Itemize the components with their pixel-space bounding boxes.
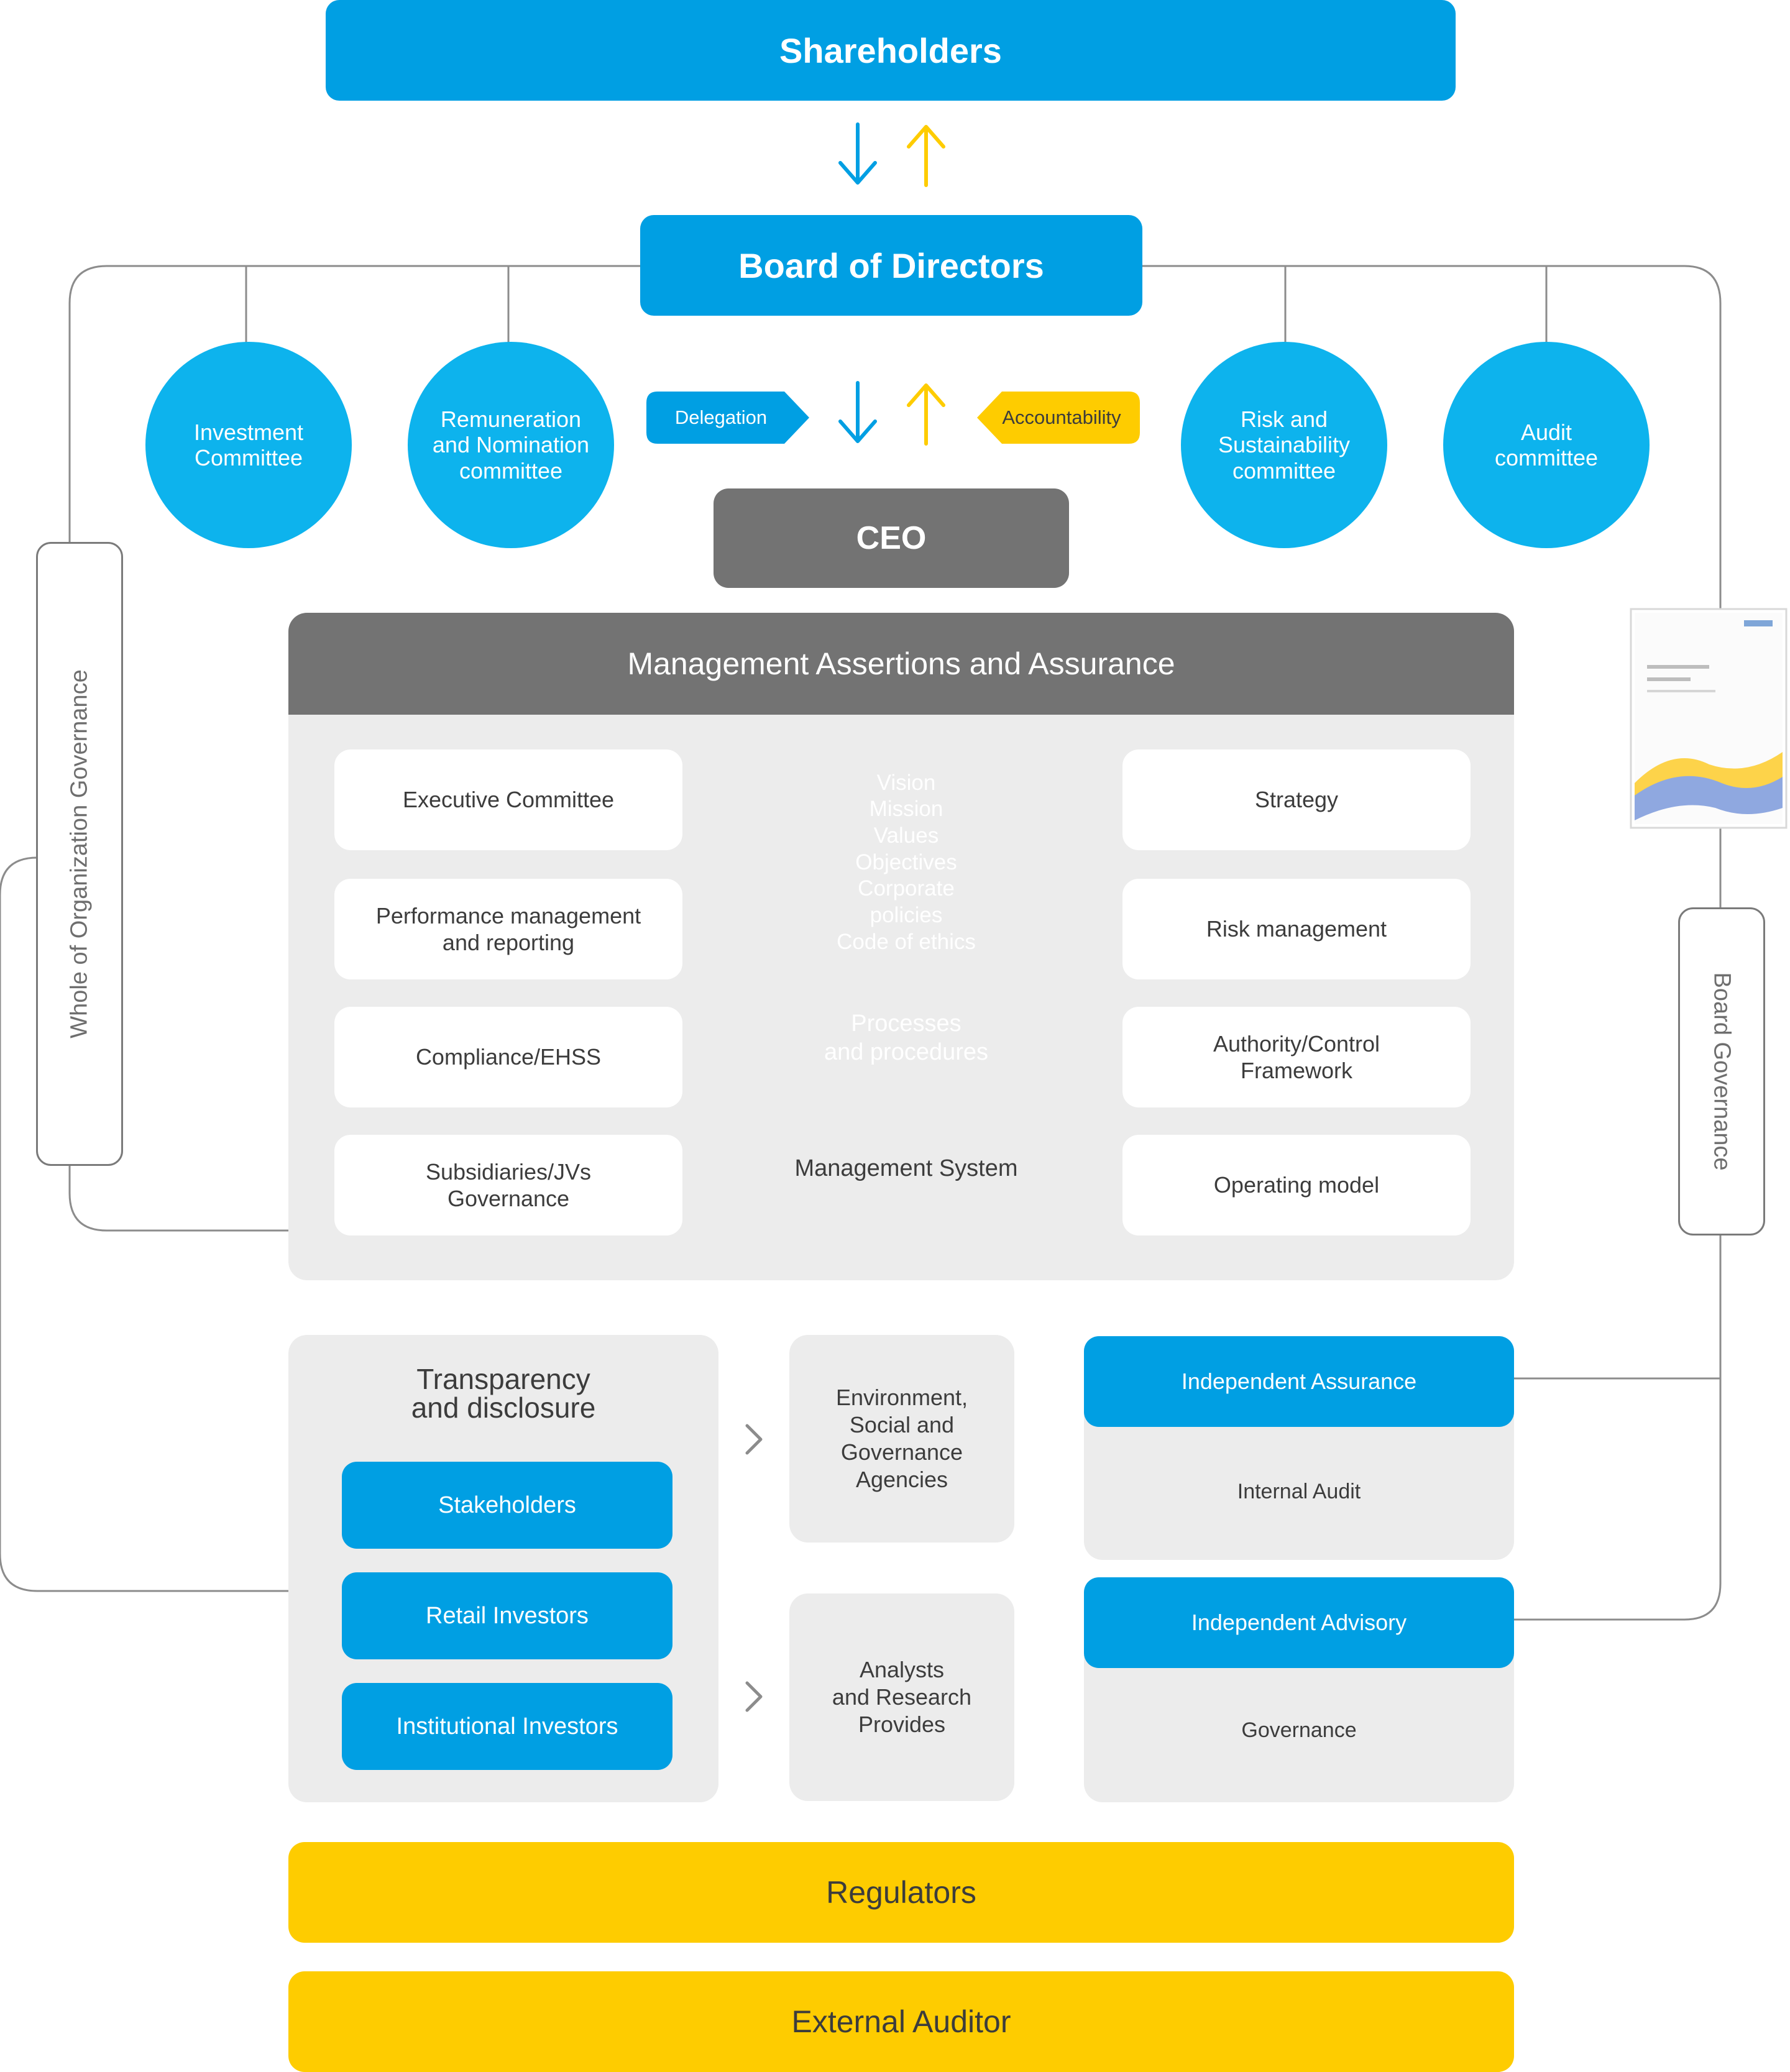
- card-label: Compliance/EHSS: [415, 1044, 602, 1070]
- arrow-up-icon: [907, 125, 945, 187]
- board-governance-tab: Board Governance: [1678, 907, 1765, 1235]
- regulators-label: Regulators: [826, 1875, 976, 1910]
- institutional-investors-label: Institutional Investors: [396, 1713, 618, 1740]
- authority-control-card: Authority/Control Framework: [1122, 1007, 1471, 1107]
- management-header: Management Assertions and Assurance: [288, 613, 1514, 715]
- board-of-directors-box: Board of Directors: [640, 215, 1142, 316]
- governance-text: Governance: [1084, 1687, 1514, 1774]
- card-label: Strategy: [1254, 787, 1339, 813]
- investment-committee-circle: Investment Committee: [145, 342, 352, 548]
- internal-audit-label: Internal Audit: [1237, 1479, 1361, 1503]
- chevron-right-icon: [745, 1681, 763, 1712]
- stakeholders-pill: Stakeholders: [342, 1462, 672, 1549]
- regulators-bar: Regulators: [288, 1842, 1514, 1943]
- pyramid-middle-text: Processes and procedures: [768, 994, 1044, 1081]
- transparency-title: Transparency and disclosure: [288, 1356, 718, 1431]
- board-governance-label: Board Governance: [1709, 972, 1735, 1171]
- shareholders-label: Shareholders: [779, 30, 1002, 70]
- operating-model-card: Operating model: [1122, 1135, 1471, 1235]
- internal-audit-text: Internal Audit: [1084, 1448, 1514, 1535]
- card-label: Risk management: [1206, 916, 1387, 942]
- transparency-title-label: Transparency and disclosure: [411, 1363, 596, 1424]
- board-of-directors-label: Board of Directors: [738, 245, 1044, 285]
- stakeholders-label: Stakeholders: [438, 1492, 576, 1518]
- governance-label: Governance: [1241, 1718, 1357, 1742]
- chevron-right-icon: [745, 1424, 763, 1455]
- audit-charter-document-thumbnail: [1630, 608, 1788, 829]
- whole-organization-governance-label: Whole of Organization Governance: [66, 669, 93, 1038]
- arrow-up-icon: [907, 383, 945, 446]
- retail-investors-pill: Retail Investors: [342, 1572, 672, 1659]
- risk-management-card: Risk management: [1122, 879, 1471, 979]
- ceo-label: CEO: [856, 520, 927, 556]
- investment-committee-label: Investment Committee: [193, 419, 304, 470]
- independent-advisory-label: Independent Advisory: [1191, 1610, 1407, 1635]
- remuneration-committee-label: Remuneration and Nomination committee: [432, 406, 590, 484]
- audit-committee-circle: Audit committee: [1443, 342, 1650, 548]
- pyramid-middle-label: Processes and procedures: [824, 1010, 989, 1065]
- risk-committee-circle: Risk and Sustainability committee: [1181, 342, 1387, 548]
- independent-assurance-header: Independent Assurance: [1084, 1336, 1514, 1427]
- accountability-tag: [977, 392, 1140, 444]
- pyramid-top-text: Vision Mission Values Objectives Corpora…: [783, 763, 1029, 962]
- retail-investors-label: Retail Investors: [426, 1602, 589, 1629]
- external-auditor-label: External Auditor: [791, 2004, 1011, 2039]
- institutional-investors-pill: Institutional Investors: [342, 1683, 672, 1770]
- card-label: Subsidiaries/JVs Governance: [425, 1158, 592, 1211]
- esg-agencies-box: Environment, Social and Governance Agenc…: [789, 1335, 1014, 1543]
- independent-advisory-header: Independent Advisory: [1084, 1577, 1514, 1668]
- analysts-label: Analysts and Research Provides: [832, 1657, 972, 1737]
- strategy-card: Strategy: [1122, 749, 1471, 850]
- outer-left-connector-line: [0, 856, 288, 1592]
- arrow-down-icon: [838, 381, 877, 443]
- analysts-box: Analysts and Research Provides: [789, 1593, 1014, 1801]
- pyramid-bottom-label: Management System: [794, 1155, 1018, 1181]
- independent-assurance-label: Independent Assurance: [1181, 1368, 1417, 1394]
- whole-organization-governance-tab: Whole of Organization Governance: [36, 542, 123, 1166]
- shareholders-bar: Shareholders: [326, 0, 1456, 101]
- arrow-down-icon: [838, 122, 877, 185]
- executive-committee-card: Executive Committee: [334, 749, 682, 850]
- delegation-label: Delegation: [675, 406, 767, 428]
- card-label: Performance management and reporting: [375, 902, 641, 955]
- card-label: Executive Committee: [402, 787, 615, 813]
- ceo-box: CEO: [714, 488, 1069, 588]
- remuneration-committee-circle: Remuneration and Nomination committee: [408, 342, 614, 548]
- performance-management-card: Performance management and reporting: [334, 879, 682, 979]
- subsidiaries-card: Subsidiaries/JVs Governance: [334, 1135, 682, 1235]
- pyramid-bottom-text: Management System: [733, 1119, 1079, 1218]
- card-label: Authority/Control Framework: [1213, 1030, 1380, 1083]
- compliance-card: Compliance/EHSS: [334, 1007, 682, 1107]
- risk-committee-label: Risk and Sustainability committee: [1218, 406, 1351, 484]
- external-auditor-bar: External Auditor: [288, 1971, 1514, 2072]
- audit-committee-label: Audit committee: [1494, 419, 1599, 470]
- management-title: Management Assertions and Assurance: [627, 646, 1175, 681]
- card-label: Operating model: [1213, 1172, 1380, 1198]
- pyramid-top-label: Vision Mission Values Objectives Corpora…: [837, 770, 976, 954]
- delegation-tag: [646, 392, 809, 444]
- esg-agencies-label: Environment, Social and Governance Agenc…: [835, 1385, 968, 1492]
- accountability-label: Accountability: [1002, 406, 1121, 428]
